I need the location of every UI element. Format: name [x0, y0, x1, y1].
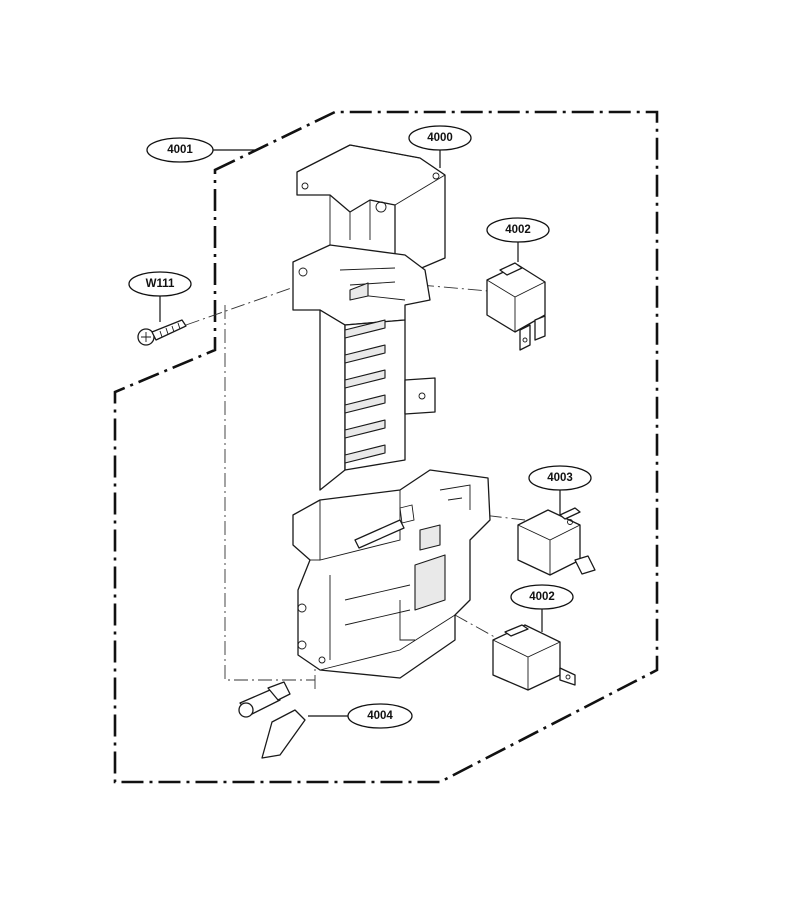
callout-4003: 4003 [528, 465, 592, 491]
callout-4002-top-label: 4002 [505, 224, 531, 236]
assembly-boundary [113, 110, 659, 784]
callout-4000: 4000 [408, 125, 472, 151]
screw-w111 [137, 319, 187, 346]
callout-4002-top: 4002 [486, 217, 550, 243]
callout-4004-label: 4004 [367, 710, 393, 722]
micro-switch-4002-top [486, 262, 546, 351]
callout-4004: 4004 [347, 703, 413, 729]
callout-w111: W111 [128, 271, 192, 297]
micro-switch-4002-bottom [492, 624, 576, 691]
callout-4002-bottom-label: 4002 [529, 591, 555, 603]
callout-4001-label: 4001 [167, 144, 193, 156]
callout-w111-label: W111 [146, 278, 175, 290]
callout-4000-label: 4000 [427, 132, 453, 144]
lever-4004 [238, 681, 306, 759]
callout-4002-bottom: 4002 [510, 584, 574, 610]
leader-lines [159, 149, 561, 717]
callout-4001: 4001 [146, 137, 214, 163]
callout-4003-label: 4003 [547, 472, 573, 484]
micro-switch-4003 [517, 507, 596, 576]
latch-board-frame [292, 144, 491, 679]
